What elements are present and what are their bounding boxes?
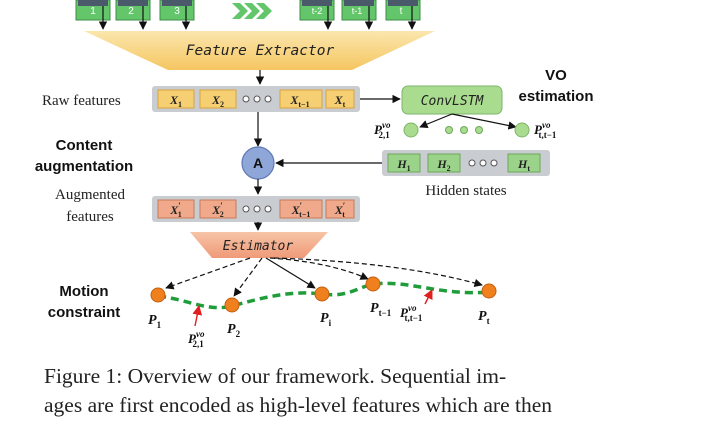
figure-caption: Figure 1: Overview of our framework. Seq… — [44, 362, 664, 420]
pose-node — [314, 286, 330, 302]
augmented-feature-cell: X′2 — [199, 199, 237, 219]
ellipsis-dots — [242, 95, 272, 103]
augmented-feature-cell: X′t−1 — [279, 199, 323, 219]
vo-output-node — [403, 122, 419, 138]
frame-label: 1 — [90, 6, 96, 17]
content-augmentation-title: Content — [56, 137, 113, 154]
augmented-features-panel: X′1 X′2 X′t−1 X′t — [152, 196, 360, 222]
caption-line: Figure 1: Overview of our framework. Seq… — [44, 364, 507, 388]
frame-t-2: t-2 — [299, 0, 335, 21]
svg-text:Xt−1: Xt−1 — [289, 93, 309, 109]
ellipsis-dots — [242, 205, 272, 213]
augment-node: A — [241, 146, 275, 180]
svg-text:X′1: X′1 — [169, 201, 182, 219]
frame-ellipsis-chevrons — [232, 3, 272, 19]
feature-extractor: Feature Extractor — [84, 31, 435, 70]
pose-node — [224, 297, 240, 313]
augmented-features-title: Augmented — [55, 187, 125, 203]
pose-label: Pi — [320, 311, 332, 328]
pose-nodes — [150, 276, 497, 313]
vo-estimation-title: VO — [545, 67, 567, 84]
hidden-state-cell: H2 — [427, 153, 461, 173]
frame-label: 2 — [128, 6, 134, 17]
convlstm-block: ConvLSTM — [401, 85, 503, 115]
motion-constraint-subtitle: constraint — [48, 304, 121, 321]
motion-constraint-title: Motion — [59, 283, 108, 300]
input-frames: 1 2 3 t-2 t-1 t — [75, 0, 421, 30]
pose-node — [365, 276, 381, 292]
svg-text:H2: H2 — [436, 157, 450, 173]
raw-features-label: Raw features — [42, 93, 121, 109]
frame-t-1: t-1 — [341, 0, 377, 21]
frame-2: 2 — [115, 0, 151, 21]
augmented-feature-cell: X′t — [325, 199, 355, 219]
frame-label: 3 — [174, 6, 180, 17]
hidden-state-cell: H1 — [387, 153, 421, 173]
svg-text:Xt: Xt — [334, 93, 346, 109]
svg-text:X′2: X′2 — [211, 201, 224, 219]
frame-label: t-2 — [312, 6, 323, 16]
frame-1: 1 — [75, 0, 111, 21]
pose-label: P2 — [227, 322, 241, 339]
augmented-features-subtitle: features — [66, 209, 114, 225]
svg-text:A: A — [253, 155, 263, 171]
ellipsis-dots — [445, 126, 483, 134]
convlstm-label: ConvLSTM — [421, 94, 485, 109]
hidden-state-cell: Ht — [507, 153, 541, 173]
pose-node — [150, 287, 166, 303]
raw-features-panel: X1 X2 Xt−1 Xt — [152, 86, 360, 112]
svg-text:X2: X2 — [211, 93, 224, 109]
frame-label: t-1 — [352, 6, 363, 16]
frame-t: t — [385, 0, 421, 21]
raw-feature-cell: X2 — [199, 89, 237, 109]
estimator: Estimator — [190, 232, 328, 258]
pose-node — [481, 283, 497, 299]
hidden-states-panel: H1 H2 Ht — [382, 150, 550, 176]
vo-output-node — [514, 122, 530, 138]
svg-text:H1: H1 — [396, 157, 410, 173]
pose-label: Pt — [478, 309, 490, 326]
ellipsis-dots — [468, 159, 498, 167]
svg-text:Ht: Ht — [517, 157, 530, 173]
vo-estimation-subtitle: estimation — [518, 88, 593, 105]
raw-feature-cell: Xt−1 — [279, 89, 323, 109]
raw-feature-cell: X1 — [157, 89, 195, 109]
pose-label: P1 — [148, 313, 162, 330]
svg-text:X′t−1: X′t−1 — [291, 201, 311, 219]
trajectory-curve — [157, 281, 491, 310]
frame-label: t — [400, 6, 403, 17]
frame-3: 3 — [159, 0, 195, 21]
caption-line: ages are first encoded as high-level fea… — [44, 393, 553, 417]
svg-text:X′t: X′t — [334, 201, 346, 219]
content-augmentation-subtitle: augmentation — [35, 158, 133, 175]
feature-extractor-label: Feature Extractor — [186, 43, 335, 59]
svg-text:X1: X1 — [169, 93, 182, 109]
pose-label: Pt−1 — [370, 301, 392, 318]
estimator-label: Estimator — [223, 239, 294, 254]
raw-feature-cell: Xt — [325, 89, 355, 109]
augmented-feature-cell: X′1 — [157, 199, 195, 219]
hidden-states-label: Hidden states — [425, 183, 506, 199]
